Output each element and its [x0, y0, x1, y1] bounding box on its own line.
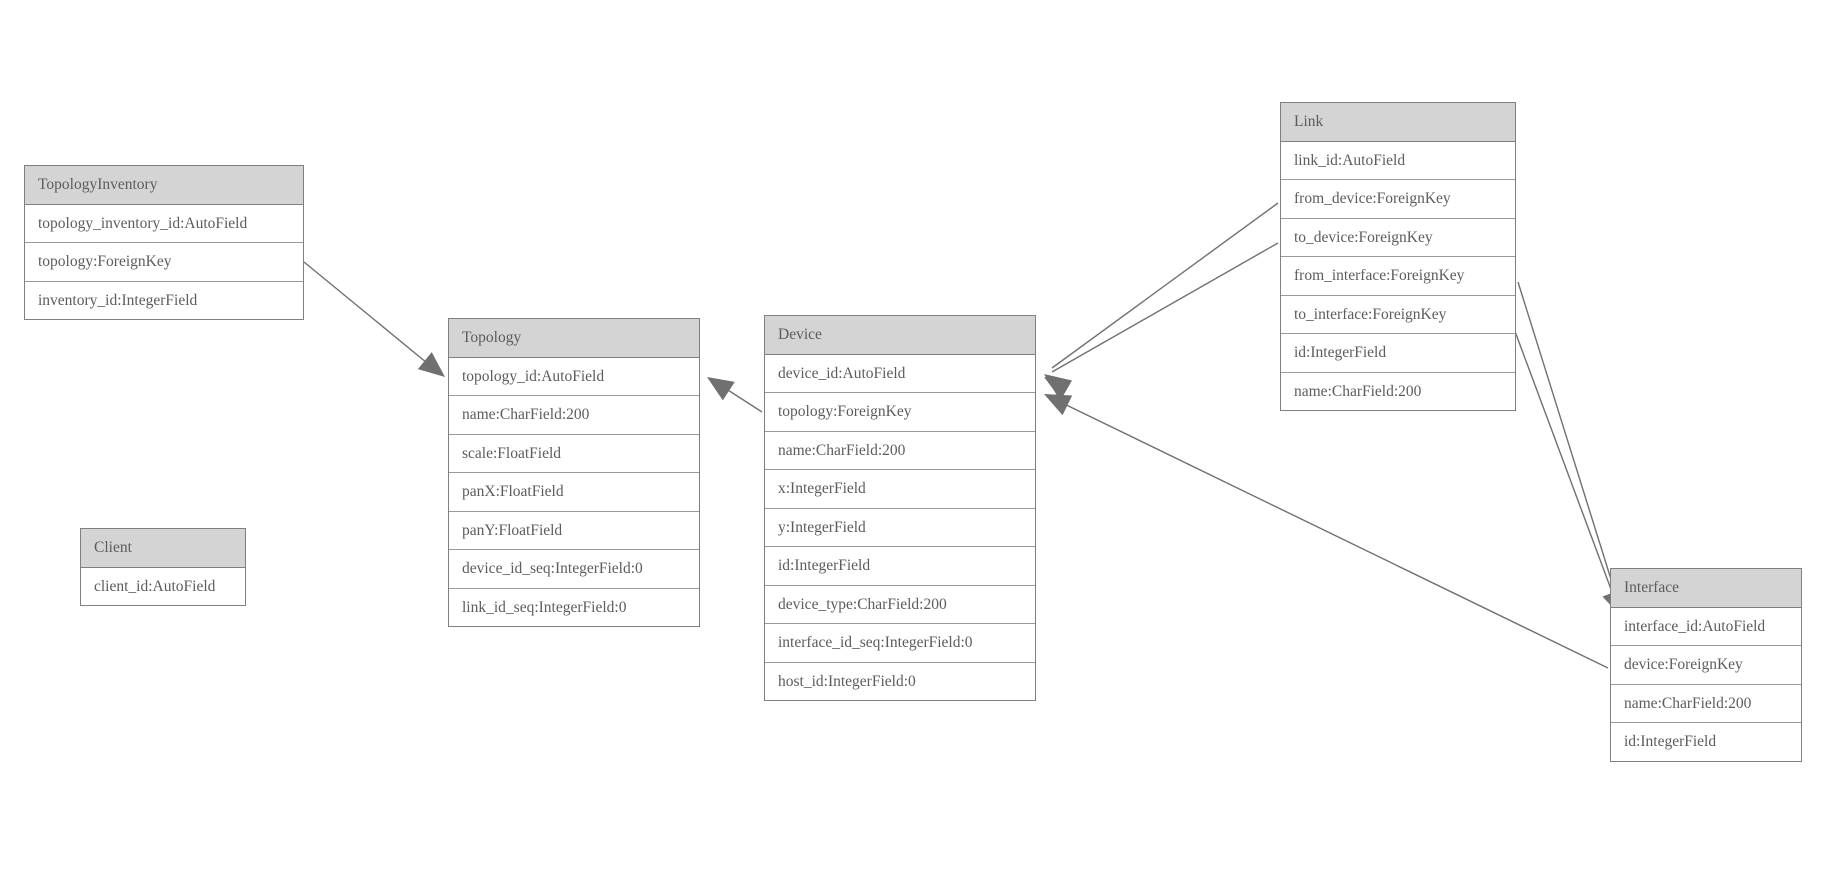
- entity-field[interactable]: to_interface:ForeignKey: [1281, 295, 1515, 334]
- relationship-line: [713, 380, 763, 413]
- entity-field[interactable]: name:CharField:200: [1281, 372, 1515, 410]
- entity-field[interactable]: from_interface:ForeignKey: [1281, 257, 1515, 296]
- rel-topologyinventory-topology: [303, 261, 445, 377]
- entity-field[interactable]: interface_id_seq:IntegerField:0: [765, 624, 1035, 663]
- relationship-arrowhead: [1044, 374, 1072, 399]
- entity-field[interactable]: y:IntegerField: [765, 508, 1035, 547]
- entity-field[interactable]: host_id:IntegerField:0: [765, 662, 1035, 700]
- relationship-line: [1051, 242, 1279, 373]
- entity-field[interactable]: device_id_seq:IntegerField:0: [449, 550, 699, 589]
- entity-field[interactable]: panX:FloatField: [449, 473, 699, 512]
- relationship-line: [1051, 202, 1279, 369]
- entity-field[interactable]: from_device:ForeignKey: [1281, 180, 1515, 219]
- rel-link-todevice-device: [1044, 242, 1279, 400]
- rel-link-fromdevice-device: [1044, 202, 1279, 399]
- entity-field[interactable]: device_type:CharField:200: [765, 585, 1035, 624]
- relationship-arrowhead: [1044, 377, 1073, 400]
- entity-field[interactable]: name:CharField:200: [449, 396, 699, 435]
- entity-field[interactable]: device_id:AutoField: [765, 354, 1035, 393]
- entity-field[interactable]: topology_id:AutoField: [449, 357, 699, 396]
- entity-field[interactable]: name:CharField:200: [1611, 684, 1801, 723]
- entity-field[interactable]: topology:ForeignKey: [765, 393, 1035, 432]
- entity-title-topology: Topology: [449, 319, 699, 358]
- entity-field[interactable]: link_id_seq:IntegerField:0: [449, 588, 699, 626]
- rel-device-topology: [707, 377, 763, 413]
- relationship-line: [1051, 397, 1609, 669]
- relationship-line: [1509, 317, 1619, 609]
- relationship-line: [303, 261, 439, 373]
- entity-title-device: Device: [765, 316, 1035, 355]
- entity-field[interactable]: id:IntegerField: [765, 547, 1035, 586]
- entity-field[interactable]: id:IntegerField: [1611, 723, 1801, 761]
- relationship-arrowhead: [1044, 394, 1073, 416]
- entity-field[interactable]: panY:FloatField: [449, 511, 699, 550]
- entity-title-link: Link: [1281, 103, 1515, 142]
- entity-field[interactable]: interface_id:AutoField: [1611, 607, 1801, 646]
- entity-field[interactable]: to_device:ForeignKey: [1281, 218, 1515, 257]
- entity-field[interactable]: inventory_id:IntegerField: [25, 281, 303, 319]
- entity-field[interactable]: client_id:AutoField: [81, 567, 245, 605]
- entity-field[interactable]: id:IntegerField: [1281, 334, 1515, 373]
- entity-title-interface: Interface: [1611, 569, 1801, 608]
- entity-field[interactable]: device:ForeignKey: [1611, 646, 1801, 685]
- entity-field[interactable]: x:IntegerField: [765, 470, 1035, 509]
- entity-field[interactable]: topology:ForeignKey: [25, 243, 303, 282]
- entity-field[interactable]: scale:FloatField: [449, 434, 699, 473]
- entity-field[interactable]: link_id:AutoField: [1281, 141, 1515, 180]
- relationship-line: [1517, 281, 1621, 609]
- entity-field[interactable]: name:CharField:200: [765, 431, 1035, 470]
- relationship-arrowhead: [707, 377, 735, 401]
- relationship-arrowhead: [417, 352, 445, 377]
- entity-title-client: Client: [81, 529, 245, 568]
- entity-title-topology_inventory: TopologyInventory: [25, 166, 303, 205]
- rel-interface-device: [1044, 394, 1609, 669]
- entity-field[interactable]: topology_inventory_id:AutoField: [25, 204, 303, 243]
